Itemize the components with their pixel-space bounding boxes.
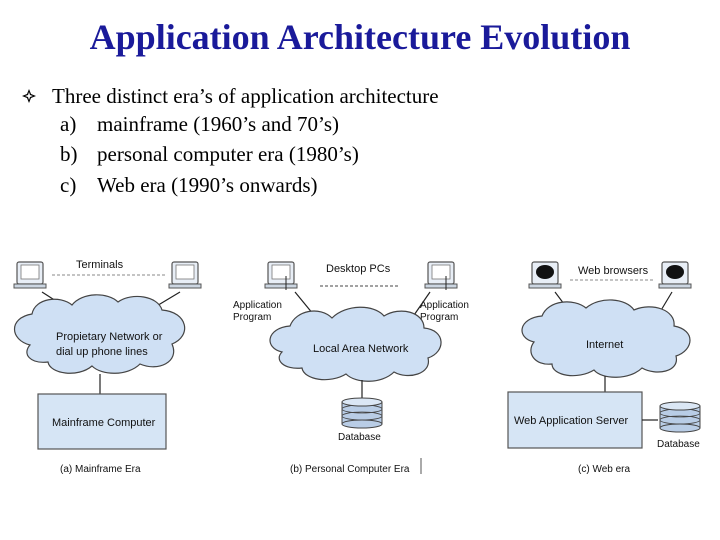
list-item-text: Web era (1990’s onwards) (97, 173, 318, 197)
desktop-pc-icon (424, 261, 458, 289)
internet-cloud (521, 299, 691, 378)
pc-caption: (b) Personal Computer Era (290, 464, 410, 475)
web-panel: Web browsers Internet Web Application Se… (507, 261, 701, 475)
terminal-icon (168, 261, 202, 289)
terminals-label: Terminals (76, 259, 124, 271)
diamond-bullet-icon (22, 89, 36, 103)
web-caption: (c) Web era (578, 464, 630, 475)
bullet-text: Three distinct era’s of application arch… (52, 84, 439, 108)
desktop-pcs-label: Desktop PCs (326, 263, 391, 275)
local-area-network-cloud (269, 306, 442, 382)
list-item-text: mainframe (1960’s and 70’s) (97, 112, 340, 136)
internet-label: Internet (586, 339, 623, 351)
database-icon (659, 401, 701, 433)
mainframe-panel: Terminals Propietary Network or dial up … (13, 259, 202, 475)
mainframe-computer-label: Mainframe Computer (52, 417, 156, 429)
proprietary-network-cloud (14, 294, 186, 374)
list-item-a: a) mainframe (1960’s and 70’s) (60, 112, 339, 137)
web-browser-icon (658, 261, 692, 289)
web-server-label: Web Application Server (514, 415, 628, 427)
app-program-left-line1: Application (233, 300, 282, 311)
list-item-b: b) personal computer era (1980’s) (60, 142, 359, 167)
network-label-line2: dial up phone lines (56, 346, 148, 358)
web-browser-icon (528, 261, 562, 289)
desktop-pc-icon (264, 261, 298, 289)
list-item-text: personal computer era (1980’s) (97, 142, 359, 166)
pc-panel: Desktop PCs Application Program Applicat… (233, 261, 469, 475)
architecture-diagram: Terminals Propietary Network or dial up … (13, 259, 701, 475)
app-program-right-line1: Application (420, 300, 469, 311)
slide-title: Application Architecture Evolution (89, 17, 631, 57)
web-server-box (507, 391, 643, 449)
network-label-line1: Propietary Network or (56, 331, 163, 343)
web-browsers-label: Web browsers (578, 265, 649, 277)
web-database-label: Database (657, 439, 700, 450)
list-item-label: b) (60, 142, 78, 166)
list-item-label: a) (60, 112, 77, 136)
app-program-left-line2: Program (233, 312, 271, 323)
database-icon (341, 397, 383, 429)
list-item-label: c) (60, 173, 77, 197)
mainframe-computer-box (37, 393, 167, 450)
list-item-c: c) Web era (1990’s onwards) (60, 173, 318, 198)
terminal-icon (13, 261, 47, 289)
mainframe-caption: (a) Mainframe Era (60, 464, 141, 475)
lan-label: Local Area Network (313, 343, 409, 355)
pc-database-label: Database (338, 432, 381, 443)
app-program-right-line2: Program (420, 312, 458, 323)
